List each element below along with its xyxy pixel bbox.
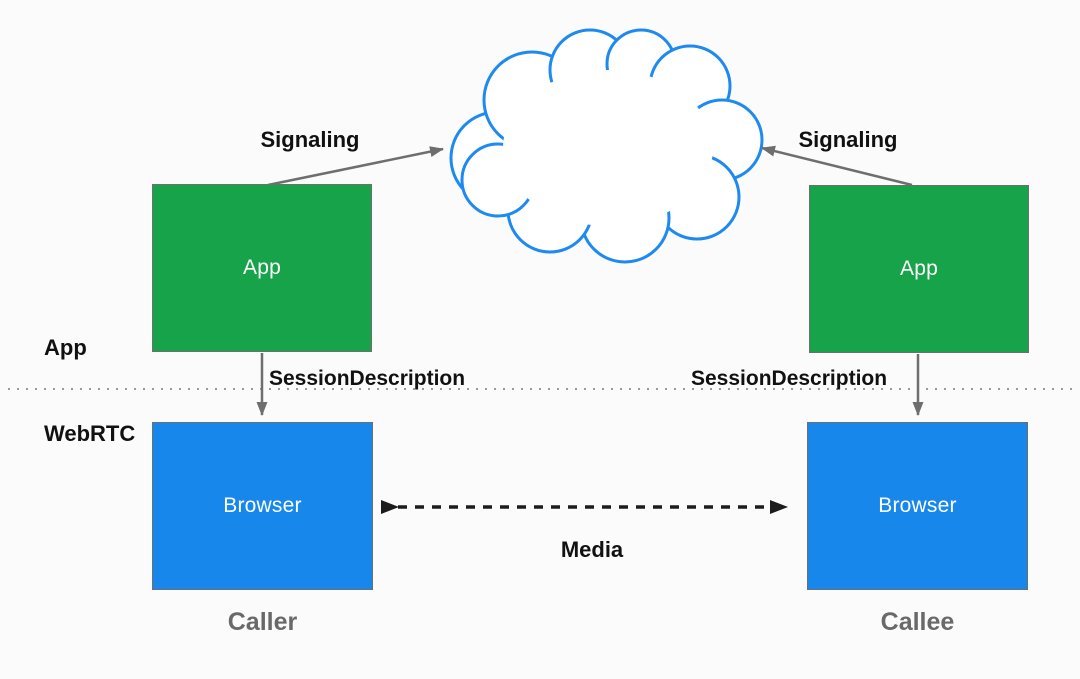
media-label: Media	[560, 537, 624, 562]
callee-sessiondescription-label: SessionDescription	[691, 367, 888, 390]
webrtc-layer-label: WebRTC	[44, 421, 136, 446]
callee-title: Callee	[880, 608, 955, 636]
caller-sessiondescription-label: SessionDescription	[269, 367, 466, 390]
app-layer-label: App	[44, 335, 87, 360]
caller-title: Caller	[227, 608, 298, 636]
callee-signaling-label: Signaling	[798, 127, 898, 152]
caller-app-box-label: App	[243, 256, 281, 279]
caller-signaling-label: Signaling	[260, 127, 360, 152]
callee-browser-box-label: Browser	[878, 494, 957, 517]
callee-signaling-arrow	[761, 145, 913, 187]
callee-app-box-label: App	[900, 257, 938, 280]
cloud-icon	[449, 28, 764, 264]
caller-app-box: App	[152, 184, 372, 352]
caller-browser-box-label: Browser	[223, 494, 302, 517]
caller-browser-box: Browser	[152, 422, 373, 590]
callee-app-box: App	[809, 185, 1029, 353]
caller-signaling-arrow	[267, 146, 444, 187]
callee-browser-box: Browser	[807, 422, 1028, 590]
